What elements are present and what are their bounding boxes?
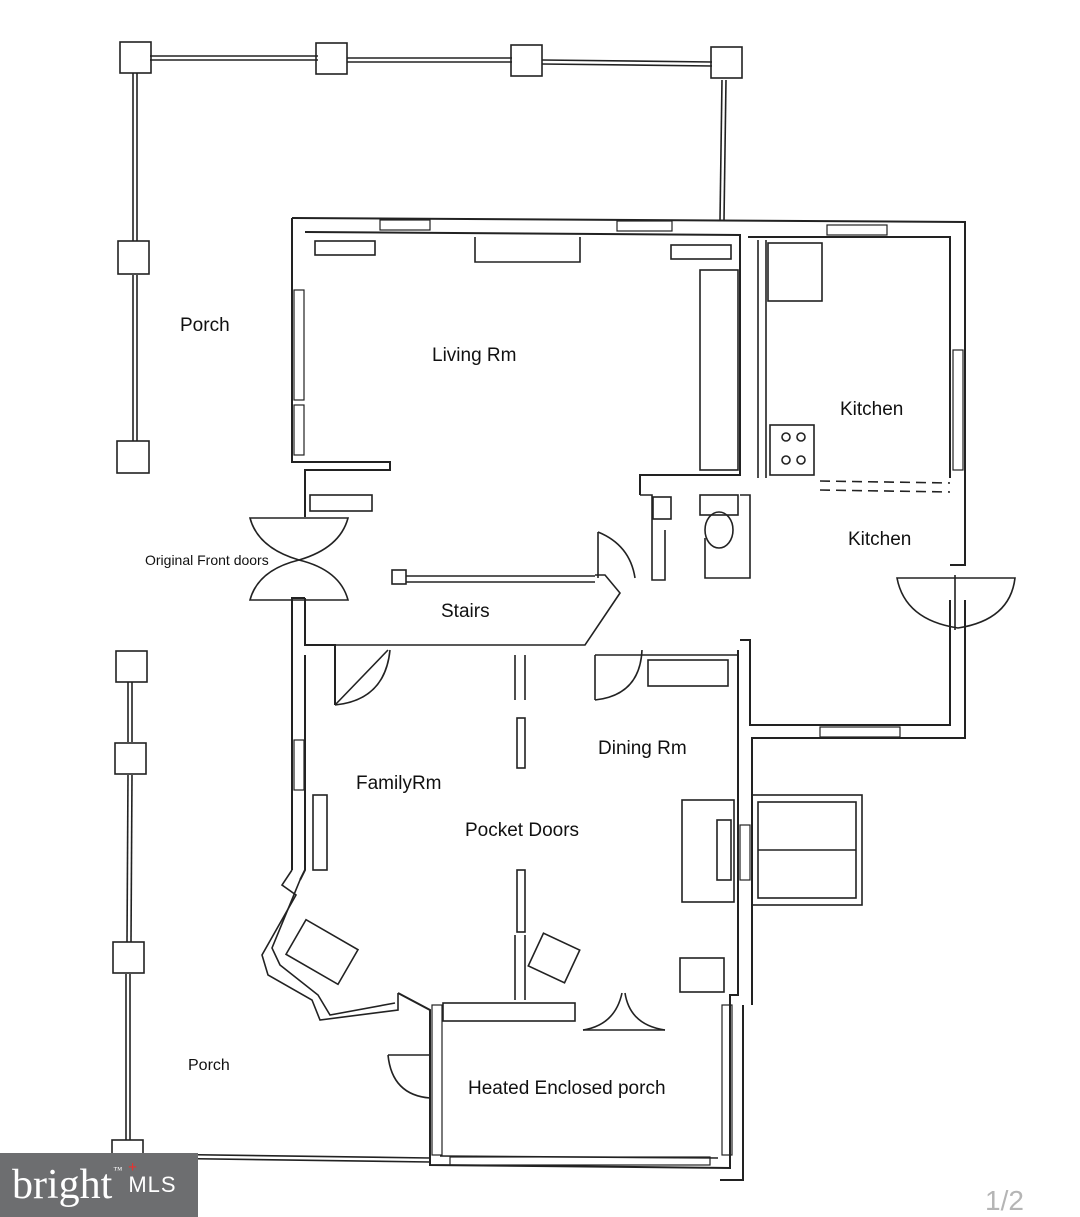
stairs (305, 531, 636, 646)
kitchen-door (896, 575, 1016, 630)
porch-posts-top (116, 41, 743, 474)
kitchen-fixtures (757, 240, 951, 493)
logo-plus-icon: + (128, 1159, 138, 1176)
living-room-label: Living Rm (432, 345, 517, 366)
interior-walls (312, 649, 738, 1000)
deck (751, 794, 863, 906)
logo-brand: bright+™ (12, 1159, 138, 1208)
porch-railing-bottom (125, 682, 431, 1163)
stairs-label: Stairs (441, 601, 490, 622)
family-room-label: FamilyRm (356, 773, 442, 794)
bathroom (640, 494, 751, 581)
enclosed-porch (387, 992, 719, 1159)
living-room-details (309, 237, 739, 512)
porch-label-bottom: Porch (188, 1057, 230, 1074)
windows (293, 219, 964, 1166)
bright-mls-logo: bright+™ MLS (0, 1153, 198, 1217)
porch-label-top: Porch (180, 315, 230, 336)
front-doors (248, 517, 350, 601)
enclosed-porch-label: Heated Enclosed porch (468, 1078, 666, 1099)
logo-suffix: MLS (128, 1172, 177, 1197)
kitchen-label-lower: Kitchen (848, 529, 912, 550)
front-doors-label: Original Front doors (145, 552, 269, 568)
pocket-doors-label: Pocket Doors (465, 820, 580, 841)
kitchen-label-upper: Kitchen (840, 399, 904, 420)
exterior-walls (291, 217, 966, 1181)
logo-tm: ™ (113, 1165, 123, 1175)
page-indicator: 1/2 (985, 1185, 1024, 1216)
porch-posts-bottom (111, 650, 148, 1161)
porch-railing-top (132, 55, 727, 441)
dining-room-label: Dining Rm (598, 738, 687, 759)
bay-window (261, 869, 581, 1021)
